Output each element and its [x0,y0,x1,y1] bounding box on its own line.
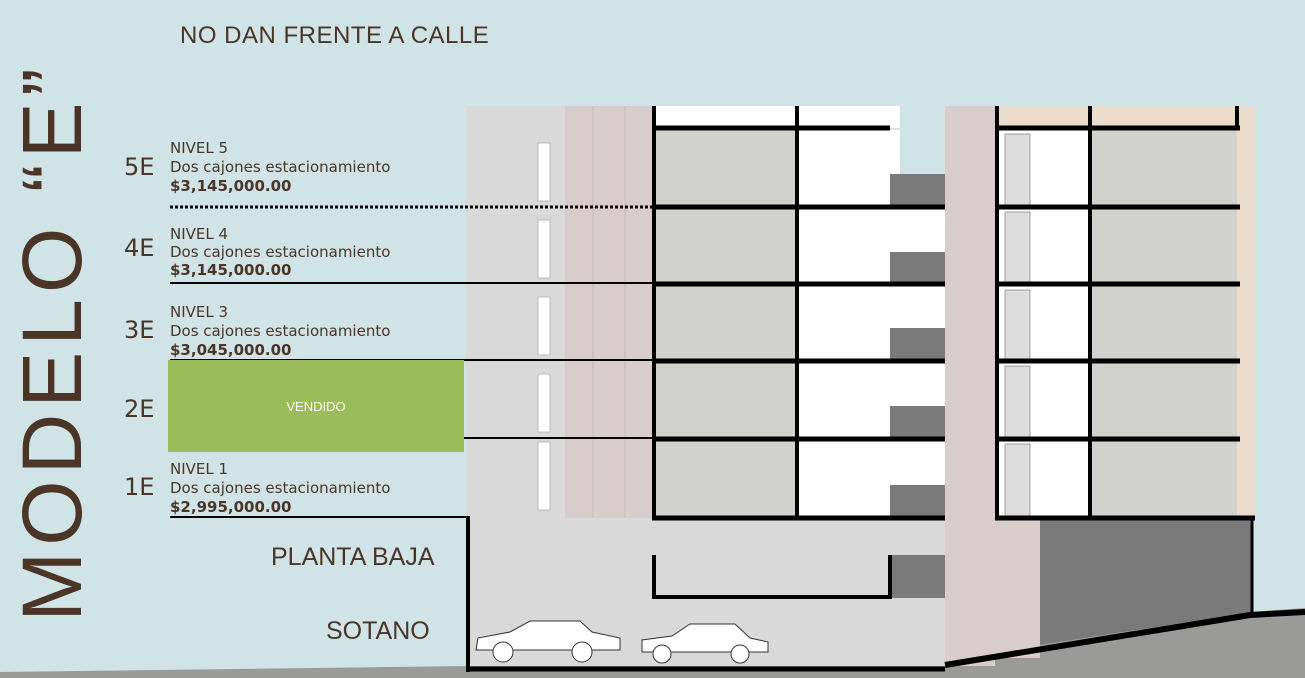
unit-info-1e: NIVEL 1 Dos cajones estacionamiento $2,9… [170,460,390,517]
unit-info-5e: NIVEL 5 Dos cajones estacionamiento $3,1… [170,139,390,196]
car-icons [475,620,769,664]
unit-code-3e: 3E [124,316,155,344]
unit-info-3e: NIVEL 3 Dos cajones estacionamiento $3,0… [170,303,390,360]
unit-parking: Dos cajones estacionamiento [170,322,391,340]
unit-parking: Dos cajones estacionamiento [170,158,391,176]
left-units [655,106,945,518]
unit-level: NIVEL 4 [170,225,229,243]
unit-code-2e: 2E [124,395,155,423]
basement-label: SOTANO [326,617,430,645]
unit-info-4e: NIVEL 4 Dos cajones estacionamiento $3,1… [170,225,390,279]
unit-code-5e: 5E [124,153,155,181]
unit-parking: Dos cajones estacionamiento [170,243,391,261]
facade-windows [537,142,551,511]
sold-badge: VENDIDO [168,360,464,452]
unit-level: NIVEL 3 [170,303,229,321]
unit-code-4e: 4E [124,234,155,262]
unit-level: NIVEL 5 [170,139,229,157]
stairs [890,174,945,518]
facade-left [466,106,566,518]
unit-level: NIVEL 1 [170,460,229,478]
unit-price: $3,145,000.00 [170,177,292,195]
unit-price: $3,045,000.00 [170,341,292,359]
model-title: MODELO “E” [5,62,99,622]
unit-parking: Dos cajones estacionamiento [170,479,391,497]
slabs [466,106,1305,672]
facade-band [565,106,653,518]
unit-price: $3,145,000.00 [170,261,292,279]
ground-floor-label: PLANTA BAJA [271,543,435,571]
page-title: NO DAN FRENTE A CALLE [180,22,490,49]
unit-price: $2,995,000.00 [170,498,292,516]
core [945,106,995,666]
unit-code-1e: 1E [124,473,155,501]
